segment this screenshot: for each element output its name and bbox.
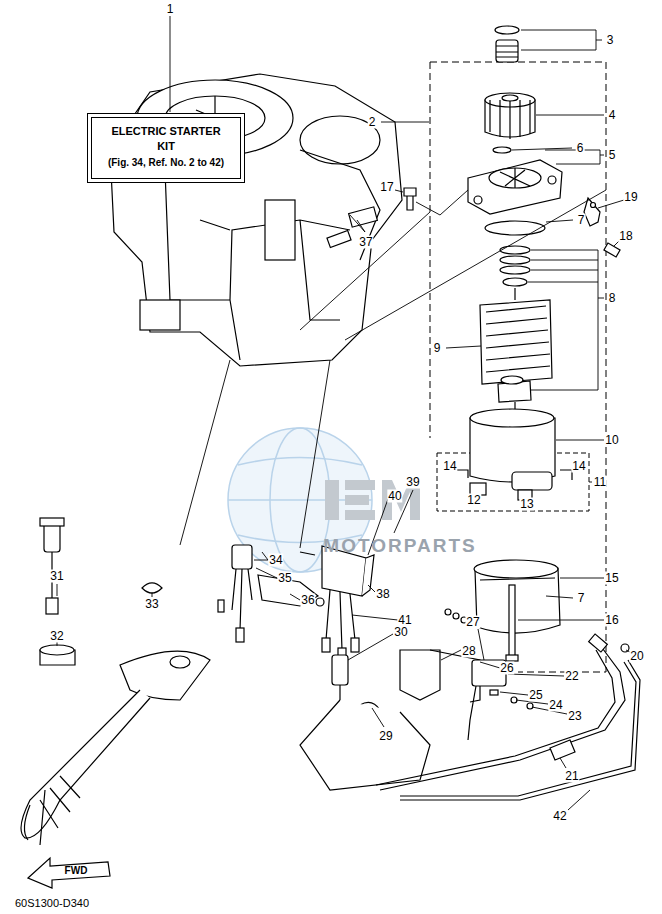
watermark-text: MOTORPARTS	[322, 539, 477, 552]
callout-number: 11	[593, 476, 607, 489]
callout-number: 29	[378, 730, 393, 743]
callout-number: 17	[379, 181, 394, 194]
callout-number: 1	[166, 2, 175, 15]
kit-box: ELECTRIC STARTER KIT (Fig. 34, Ref. No. 2…	[87, 113, 245, 183]
callout-number: 40	[387, 490, 402, 503]
callout-number: 7	[577, 214, 586, 227]
callout-number: 31	[49, 570, 64, 583]
callout-number: 16	[604, 614, 619, 627]
callout-number: 33	[144, 598, 159, 611]
callout-number: 22	[564, 670, 579, 683]
drawing-code: 60S1300-D340	[14, 897, 90, 910]
callout-number: 19	[623, 191, 638, 204]
callout-number: 21	[564, 770, 579, 783]
callout-number: 32	[49, 630, 64, 643]
electrical-parts	[21, 518, 640, 845]
callout-number: 5	[608, 149, 617, 162]
direction-label: FWD	[64, 864, 89, 877]
dashed-group-outline	[430, 62, 606, 672]
callout-number: 10	[604, 434, 619, 447]
callout-number: 35	[277, 572, 292, 585]
callout-number: 28	[461, 645, 476, 658]
callout-number: 13	[519, 498, 534, 511]
callout-number: 14	[442, 460, 457, 473]
callout-number: 26	[499, 662, 514, 675]
callout-number: 12	[466, 494, 481, 507]
leader-lines	[57, 16, 630, 810]
kit-reference: (Fig. 34, Ref. No. 2 to 42)	[96, 156, 236, 170]
callout-number: 3	[606, 34, 615, 47]
starter-motor	[404, 26, 620, 661]
callout-number: 4	[608, 109, 617, 122]
callout-number: 20	[629, 650, 644, 663]
callout-number: 15	[604, 572, 619, 585]
callout-number: 34	[268, 554, 283, 567]
callout-number: 2	[368, 116, 377, 129]
callout-number: 8	[608, 292, 617, 305]
callout-number: 18	[618, 230, 633, 243]
callout-number: 27	[465, 616, 480, 629]
fwd-arrow	[28, 858, 110, 888]
callout-number: 25	[528, 689, 543, 702]
callout-number: 39	[405, 476, 420, 489]
kit-heading: ELECTRIC STARTER KIT	[105, 124, 227, 154]
callout-number: 7	[577, 592, 586, 605]
callout-number: 6	[576, 142, 585, 155]
callout-number: 36	[300, 594, 315, 607]
callout-number: 9	[433, 342, 442, 355]
callout-number: 37	[358, 236, 373, 249]
callout-number: 42	[552, 810, 567, 823]
callout-number: 14	[571, 460, 586, 473]
callout-number: 23	[567, 710, 582, 723]
callout-number: 41	[397, 614, 412, 627]
callout-number: 30	[393, 626, 408, 639]
callout-number: 38	[375, 588, 390, 601]
callout-number: 24	[548, 699, 563, 712]
